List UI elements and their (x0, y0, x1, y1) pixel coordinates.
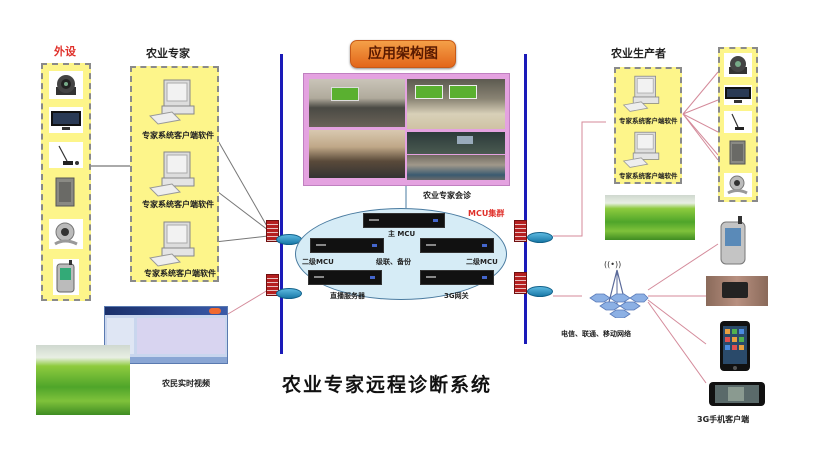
pda-phone-icon (53, 259, 79, 295)
expert-client-label: 专家系统客户端软件 (144, 269, 216, 278)
speaker-icon (52, 175, 80, 209)
carrier-network-label: 电信、联通、移动网络 (561, 330, 631, 338)
svg-text:((•)): ((•)) (604, 260, 621, 269)
webcam-icon (49, 219, 83, 249)
secondary-mcu-label-right: 二级MCU (466, 258, 498, 266)
firewall-icon (266, 274, 279, 296)
meeting-photo (309, 79, 405, 127)
speaker-icon (727, 139, 749, 167)
computer-icon (622, 129, 665, 169)
experts-title: 农业专家 (146, 47, 190, 60)
landscape-phone-icon (708, 381, 766, 407)
expert-client-label: 专家系统客户端软件 (142, 131, 214, 140)
ptz-camera-icon (49, 71, 83, 99)
window-logo-icon (209, 308, 221, 314)
router-icon (527, 232, 553, 243)
smartphone-icon (718, 320, 752, 372)
cascade-backup-label: 级联、备份 (376, 258, 411, 266)
computer-icon (148, 76, 202, 126)
cell-tower-network-icon: ((•)) (582, 258, 652, 319)
video-client-window (104, 306, 228, 364)
streaming-server-label: 直播服务器 (330, 292, 365, 300)
pda-phone-icon (718, 216, 748, 266)
producers-title: 农业生产者 (611, 47, 666, 60)
producer-client-label: 专家系统客户端软件 (619, 117, 678, 125)
secondary-mcu-device (420, 238, 494, 253)
left-backbone-line (280, 54, 283, 354)
rice-field-photo (36, 345, 130, 415)
router-icon (276, 288, 302, 299)
webcam-icon (724, 173, 752, 197)
computer-icon (148, 148, 202, 198)
3g-gateway-label: 3G网关 (444, 292, 469, 300)
expert-client-label: 专家系统客户端软件 (142, 200, 214, 209)
firewall-icon (266, 220, 279, 242)
meeting-photo (407, 132, 505, 154)
microphone-icon (724, 111, 752, 133)
mcu-cluster-title: MCU集群 (468, 209, 505, 218)
3g-gateway-device (420, 270, 494, 285)
secondary-mcu-label-left: 二级MCU (302, 258, 334, 266)
rice-field-photo (605, 195, 695, 240)
main-mcu-label: 主 MCU (388, 230, 416, 238)
system-title: 农业专家远程诊断系统 (282, 374, 493, 396)
window-content (137, 318, 225, 354)
window-titlebar (105, 307, 227, 315)
consultation-label: 农业专家会诊 (423, 191, 471, 200)
firewall-icon (514, 272, 527, 294)
architecture-banner: 应用架构图 (350, 40, 456, 68)
window-statusbar (105, 357, 227, 363)
producers-box: 专家系统客户端软件 专家系统客户端软件 (614, 67, 682, 184)
streaming-server-device (308, 270, 382, 285)
producer-client-label: 专家系统客户端软件 (619, 172, 678, 180)
ptz-camera-icon (724, 53, 752, 77)
main-mcu-device (363, 213, 445, 228)
computer-icon (622, 73, 665, 113)
microphone-icon (49, 142, 83, 168)
tv-monitor-icon (49, 107, 83, 133)
peripherals-title: 外设 (54, 45, 76, 58)
3g-mobile-client-label: 3G手机客户端 (697, 415, 750, 424)
meeting-photo (309, 130, 405, 178)
meeting-photo (407, 155, 505, 180)
consultation-photo-grid (303, 73, 510, 186)
computer-icon (148, 218, 202, 268)
secondary-mcu-device (310, 238, 384, 253)
router-icon (527, 286, 553, 297)
farmer-video-label: 农民实时视频 (162, 379, 210, 388)
right-backbone-line (524, 54, 527, 344)
firewall-icon (514, 220, 527, 242)
tv-monitor-icon (724, 85, 752, 105)
meeting-photo (407, 79, 505, 129)
handheld-video-photo (706, 276, 768, 306)
left-peripherals-box (41, 63, 91, 301)
right-peripherals-box (718, 47, 758, 202)
experts-box: 专家系统客户端软件 专家系统客户端软件 专家系统客户端软件 (130, 66, 219, 282)
